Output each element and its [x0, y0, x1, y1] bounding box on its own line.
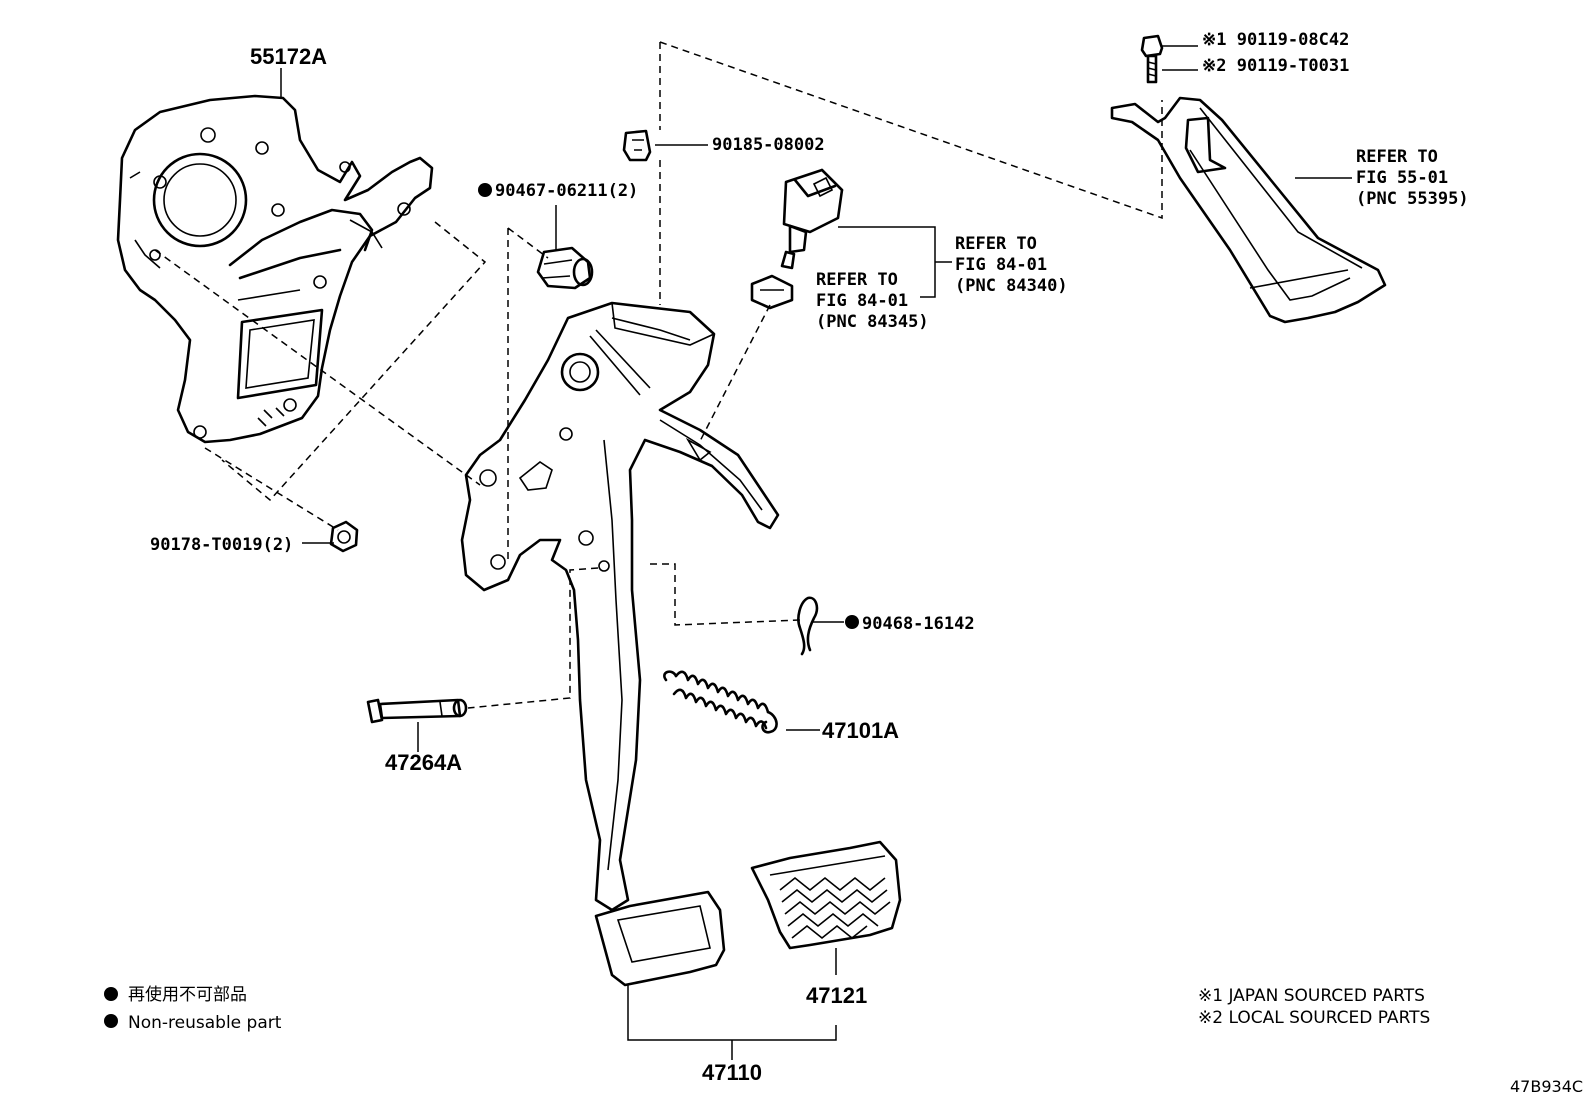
label-90467: 90467-06211(2): [495, 181, 638, 201]
part-labels: 55172A 90467-06211(2) 90185-08002 ※1 901…: [150, 30, 1469, 1085]
ref-84340-line2: FIG 84-01: [955, 255, 1047, 275]
ref-84340-line1: REFER TO: [955, 234, 1037, 254]
nut-90178-illustration: [329, 520, 359, 553]
label-47264a: 47264A: [385, 750, 462, 775]
brake-pedal-arm-illustration: [460, 301, 780, 987]
legend-text-en: Non-reusable part: [128, 1013, 282, 1033]
label-47101a: 47101A: [822, 718, 899, 743]
legend: 再使用不可部品 Non-reusable part: [104, 984, 282, 1033]
ref-84345-line1: REFER TO: [816, 270, 898, 290]
note-local-sourced: ※2 LOCAL SOURCED PARTS: [1198, 1008, 1430, 1028]
legend-bullet-jp: [104, 987, 118, 1001]
ref-84345-line2: FIG 84-01: [816, 291, 908, 311]
leader-lines: [280, 45, 1352, 1060]
clip-90185-illustration: [622, 129, 652, 162]
label-90185: 90185-08002: [712, 135, 825, 155]
sourcing-notes: ※1 JAPAN SOURCED PARTS ※2 LOCAL SOURCED …: [1198, 986, 1430, 1028]
ref-84345-line3: (PNC 84345): [816, 312, 929, 332]
ref-fig55-line2: FIG 55-01: [1356, 168, 1448, 188]
pedal-bracket-illustration: [116, 94, 434, 444]
ref-fig55-line1: REFER TO: [1356, 147, 1438, 167]
label-90178: 90178-T0019(2): [150, 535, 293, 555]
pedal-cushion-illustration: [750, 274, 794, 310]
bolt-90119-illustration: [1140, 34, 1164, 84]
ref-fig55-line3: (PNC 55395): [1356, 189, 1469, 209]
stop-lamp-switch-illustration: [780, 168, 844, 270]
figure-code: 47B934C: [1510, 1077, 1583, 1096]
label-90119-2: ※2 90119-T0031: [1202, 56, 1349, 76]
clevis-pin-illustration: [366, 698, 468, 724]
legend-bullet-en: [104, 1014, 118, 1028]
label-47110: 47110: [702, 1060, 762, 1085]
note-japan-sourced: ※1 JAPAN SOURCED PARTS: [1198, 986, 1425, 1006]
pedal-pad-illustration: [750, 840, 902, 950]
label-55172a: 55172A: [250, 44, 327, 69]
assembly-guide-lines: [154, 41, 1163, 709]
nonreusable-mark-90467: [478, 183, 492, 197]
pad-tread-pattern: [779, 876, 891, 940]
label-90119-1: ※1 90119-08C42: [1202, 30, 1349, 50]
label-90468: 90468-16142: [862, 614, 975, 634]
clip-90468-illustration: [797, 596, 819, 656]
legend-text-jp: 再使用不可部品: [128, 984, 247, 1005]
ref-84340-line3: (PNC 84340): [955, 276, 1068, 296]
label-47121: 47121: [806, 983, 867, 1008]
footrest-panel-illustration: [1110, 96, 1387, 324]
nonreusable-mark-90468: [845, 615, 859, 629]
bushing-90467-illustration: [536, 246, 594, 290]
return-spring-illustration: [663, 670, 778, 734]
